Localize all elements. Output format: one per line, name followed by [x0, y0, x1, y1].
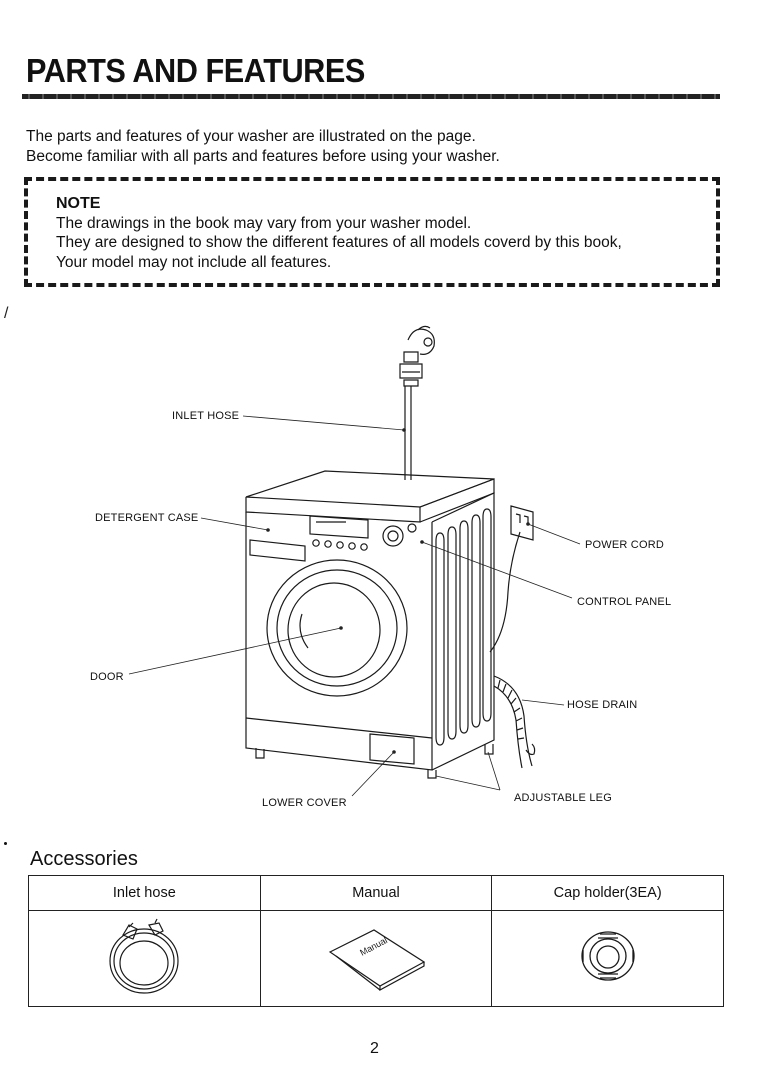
label-detergent-case: DETERGENT CASE	[95, 512, 199, 524]
cap-holder-icon	[581, 931, 635, 981]
inlet-hose-icon	[109, 918, 179, 994]
note-line-1: The drawings in the book may vary from y…	[56, 215, 472, 232]
page-number: 2	[370, 1040, 379, 1057]
accessory-cell-inlet-hose	[28, 910, 261, 1007]
title-underline	[22, 94, 720, 99]
margin-dot	[4, 842, 7, 845]
accessory-cell-cap-holder	[491, 910, 724, 1007]
accessories-heading: Accessories	[30, 848, 138, 870]
label-adjustable-leg: ADJUSTABLE LEG	[514, 792, 612, 804]
note-box	[24, 177, 720, 287]
accessories-table: Inlet hose Manual Cap holder(3EA)	[28, 875, 724, 1007]
page-title: PARTS AND FEATURES	[26, 52, 365, 89]
label-door: DOOR	[90, 671, 124, 683]
margin-mark: /	[4, 305, 9, 322]
label-control-panel: CONTROL PANEL	[577, 596, 672, 608]
faucet-icon	[399, 325, 435, 387]
manual-cover-text: Manual	[358, 935, 389, 958]
accessory-name-cap-holder: Cap holder(3EA)	[491, 875, 724, 911]
label-lower-cover: LOWER COVER	[262, 797, 347, 809]
label-hose-drain: HOSE DRAIN	[567, 699, 638, 711]
intro-line-2: Become familiar with all parts and featu…	[26, 148, 500, 165]
accessory-name-inlet-hose: Inlet hose	[28, 875, 261, 911]
intro-line-1: The parts and features of your washer ar…	[26, 128, 476, 145]
note-heading: NOTE	[56, 195, 101, 212]
label-power-cord: POWER CORD	[585, 539, 664, 551]
note-line-3: Your model may not include all features.	[56, 254, 332, 271]
manual-booklet-icon: Manual	[328, 929, 426, 992]
accessory-cell-manual: Manual	[259, 910, 493, 1007]
label-inlet-hose: INLET HOSE	[172, 410, 240, 422]
washer-diagram	[128, 325, 581, 797]
accessory-name-manual: Manual	[259, 875, 493, 911]
note-line-2: They are designed to show the different …	[56, 234, 622, 251]
